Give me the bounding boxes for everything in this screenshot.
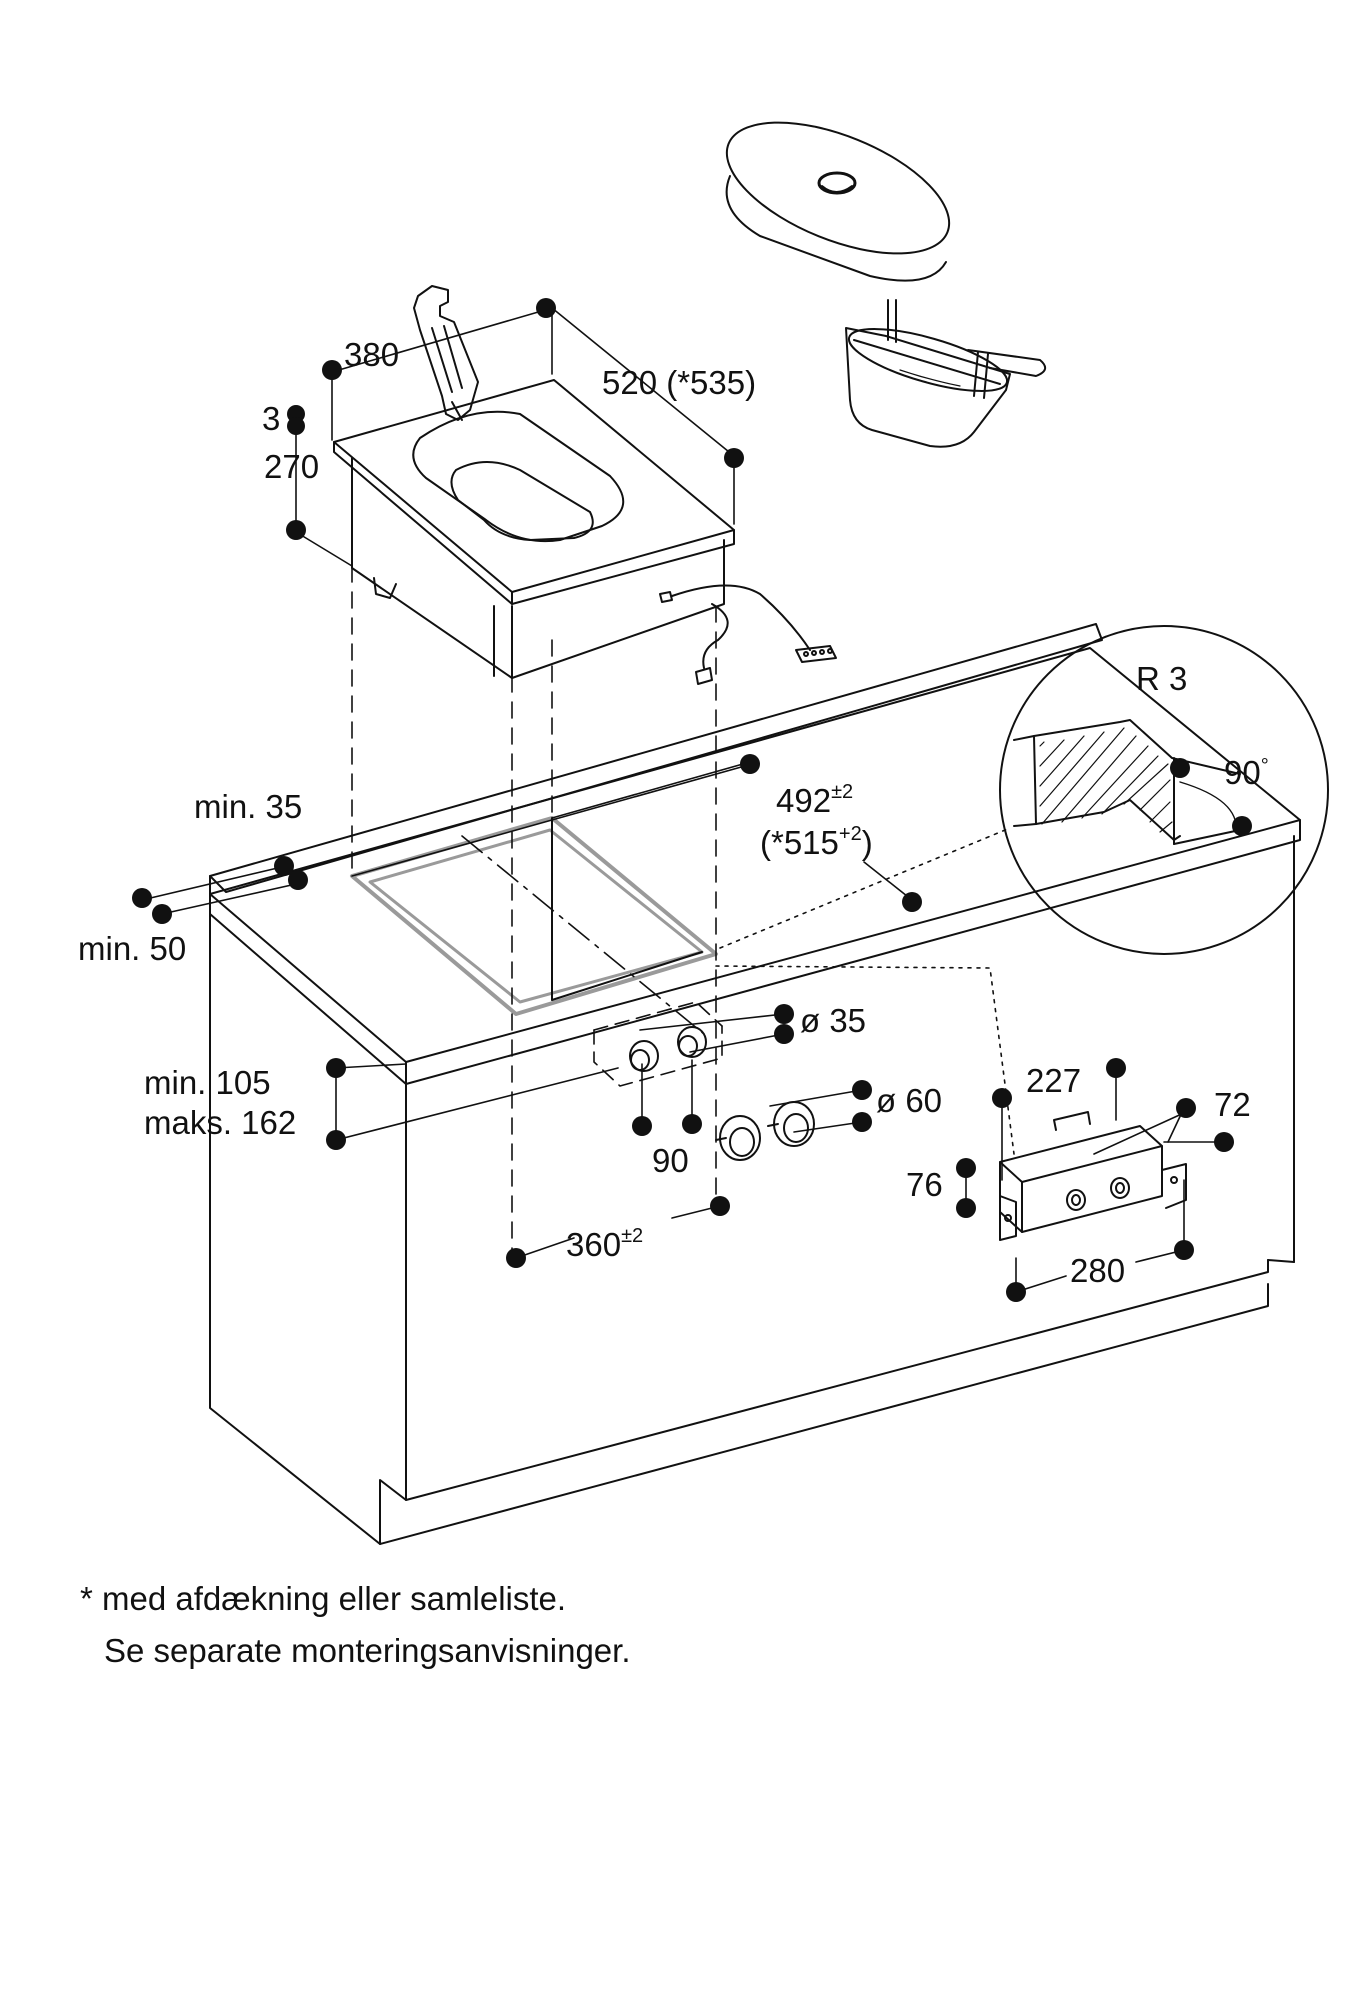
fryer-basket [845, 299, 1047, 448]
label-cutout-515-close: ) [862, 824, 873, 861]
projection-lines [351, 565, 717, 1259]
dimension-markers [132, 298, 1252, 1302]
label-cutout-492: 492±2 [776, 781, 853, 819]
label-box-227: 227 [1026, 1062, 1081, 1099]
label-maks-162: maks. 162 [144, 1104, 296, 1141]
label-cutout-360-tolerance: ±2 [621, 1225, 643, 1247]
dimension-labels: 380 520 (*535) 3 270 R 3 90° min. 35 min… [78, 336, 1269, 1289]
label-spacing-90: 90 [652, 1142, 689, 1179]
label-cutout-360-value: 360 [566, 1226, 621, 1263]
label-angle-90: 90° [1224, 754, 1269, 791]
label-radius-r3: R 3 [1136, 660, 1187, 697]
label-min-50: min. 50 [78, 930, 186, 967]
label-angle-degree: ° [1261, 755, 1269, 777]
deep-fryer [333, 285, 837, 685]
label-box-280: 280 [1070, 1252, 1125, 1289]
label-box-76: 76 [906, 1166, 943, 1203]
label-diameter-35: ø 35 [800, 1002, 866, 1039]
label-cutout-515: (*515+2) [760, 823, 873, 861]
control-sleeves [593, 1001, 723, 1087]
footnote-line-2: Se separate monteringsanvisninger. [104, 1632, 631, 1669]
label-cutout-515-open: (*515 [760, 824, 839, 861]
label-cutout-515-tolerance: +2 [839, 823, 862, 845]
worktop-cabinet [209, 623, 1301, 1545]
label-height-270: 270 [264, 448, 319, 485]
label-offset-3: 3 [262, 400, 280, 437]
label-cutout-492-tolerance: ±2 [831, 781, 853, 803]
footnote-line-1: * med afdækning eller samleliste. [80, 1580, 567, 1617]
worktop-cutout [350, 816, 718, 1016]
label-diameter-60: ø 60 [876, 1082, 942, 1119]
edge-detail-hatch [1039, 727, 1173, 833]
fryer-lid [725, 121, 951, 282]
label-min-35: min. 35 [194, 788, 302, 825]
label-min-105: min. 105 [144, 1064, 271, 1101]
label-cutout-360: 360±2 [566, 1225, 643, 1263]
electrical-box [999, 1111, 1187, 1241]
control-knobs [715, 1101, 815, 1161]
label-cutout-492-value: 492 [776, 782, 831, 819]
label-box-72: 72 [1214, 1086, 1251, 1123]
label-depth-520: 520 (*535) [602, 364, 756, 401]
label-width-380: 380 [344, 336, 399, 373]
label-angle-value: 90 [1224, 754, 1261, 791]
